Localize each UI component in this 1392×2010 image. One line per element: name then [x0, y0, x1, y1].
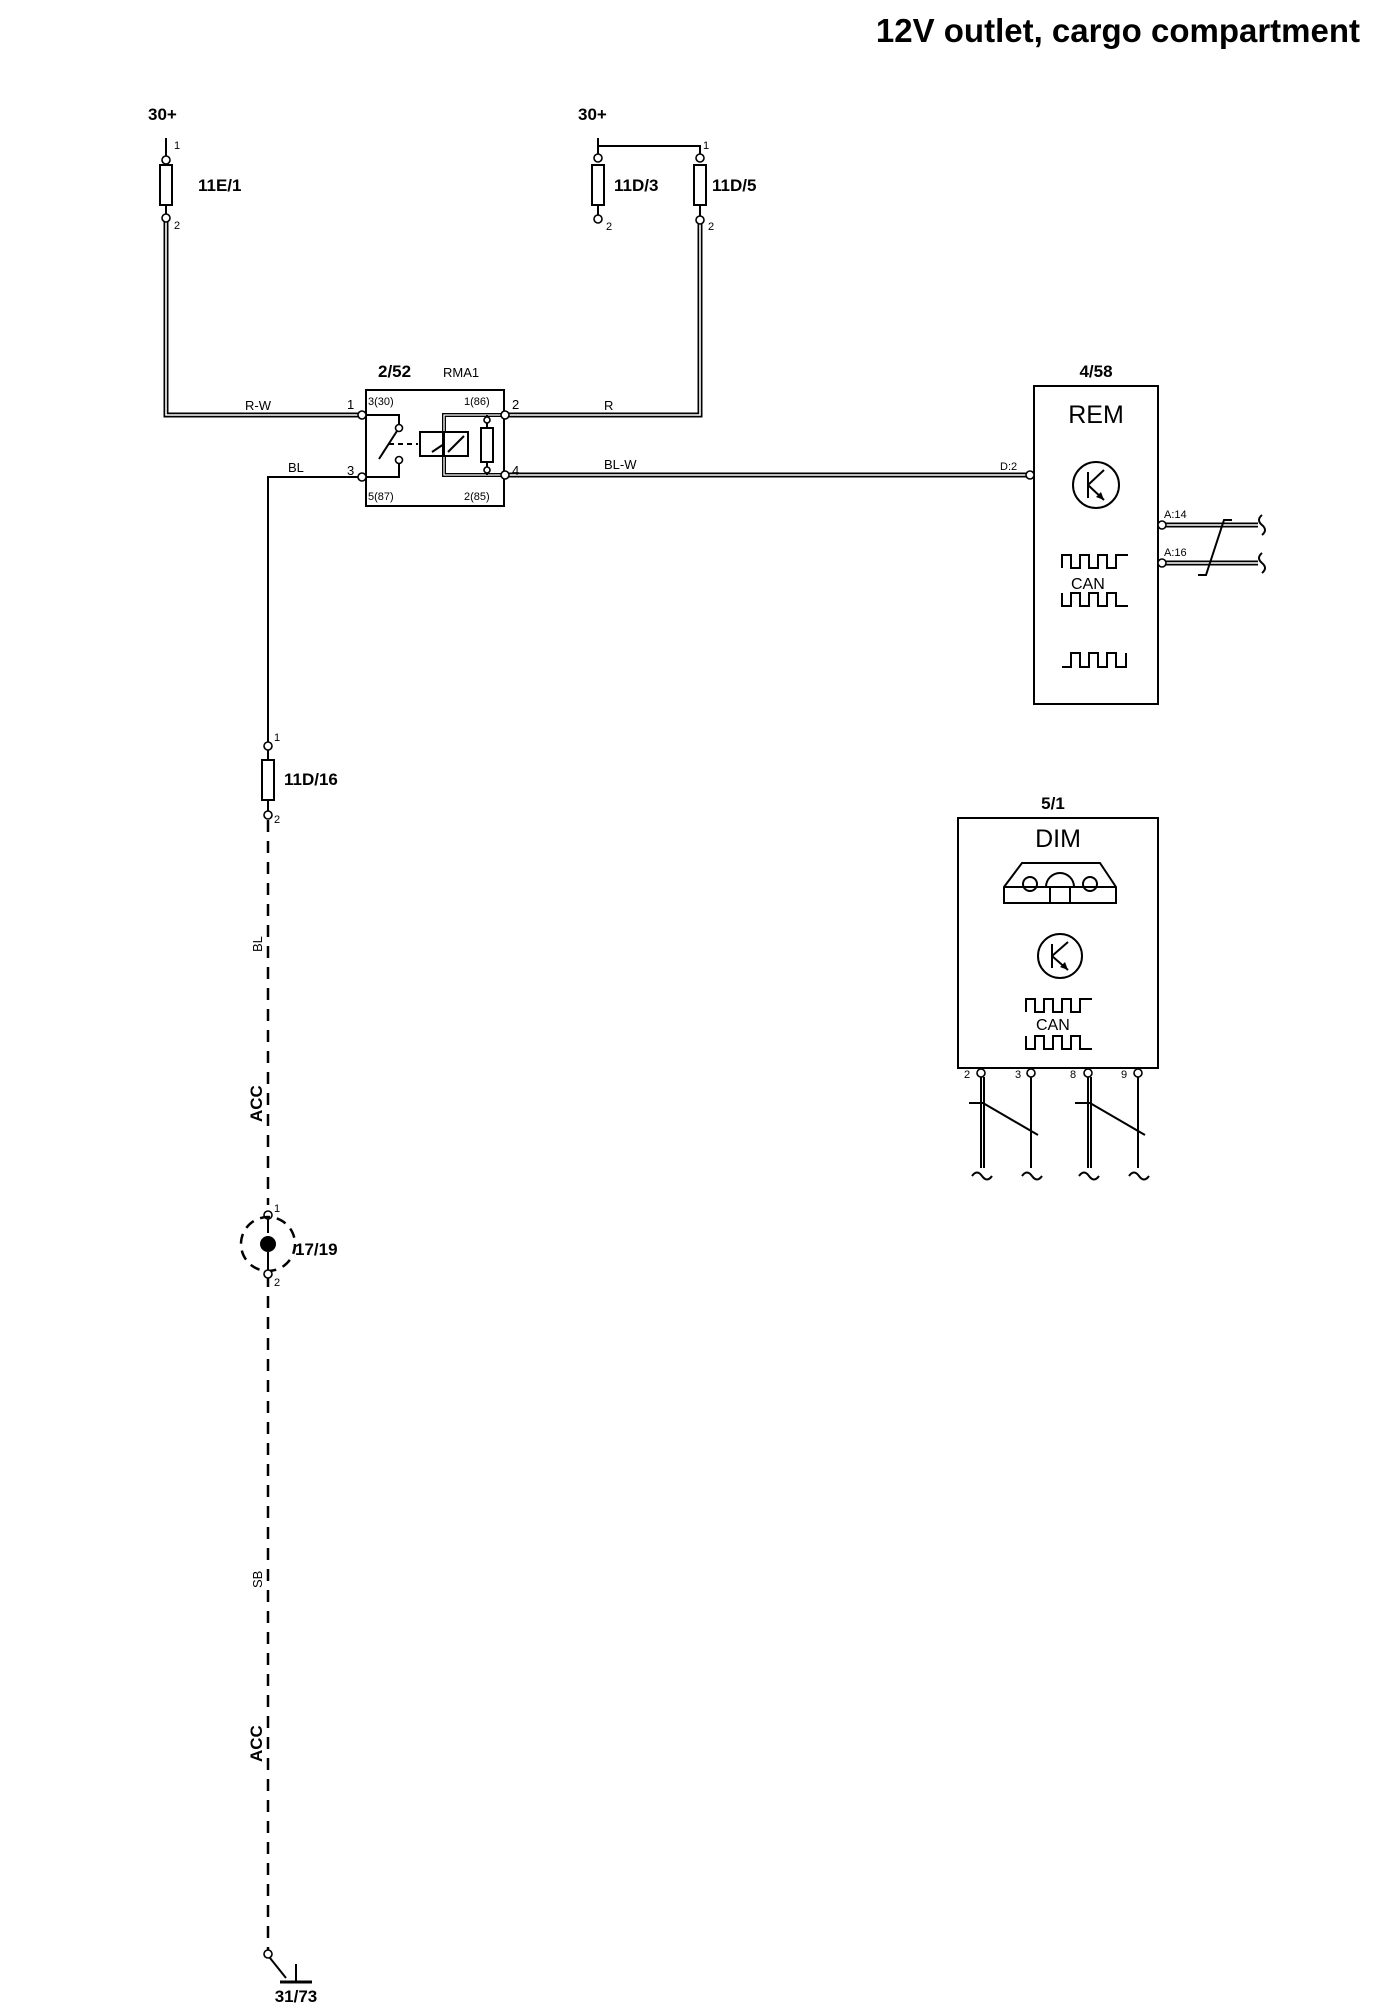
ground-31-73: 31/73	[263, 1949, 318, 2006]
relay-term-85: 2(85)	[464, 491, 490, 503]
outlet-pin2: 2	[274, 1277, 280, 1289]
wire-r	[505, 222, 703, 418]
relay-term-30: 3(30)	[368, 396, 394, 408]
wire-label-sb: SB	[250, 1571, 265, 1588]
wire-label-blw: BL-W	[604, 457, 637, 472]
fuse-11d5-pin1: 1	[703, 140, 709, 152]
dim-pin-2: 2	[964, 1069, 970, 1081]
relay-pin-2: 2	[512, 397, 519, 412]
wire-label-acc-lower: ACC	[247, 1725, 266, 1762]
dim-pin-3: 3	[1015, 1069, 1021, 1081]
fuse-11d16-label: 11D/16	[284, 770, 338, 789]
wire-bl	[267, 476, 362, 742]
dim-name: DIM	[1035, 825, 1081, 853]
dim-id: 5/1	[1041, 794, 1065, 813]
fuse-11d5-pin2: 2	[708, 221, 714, 233]
dim-pin-8: 8	[1070, 1069, 1076, 1081]
relay-id: 2/52	[378, 362, 411, 381]
fuse-11d5: 1 2 11D/5	[693, 140, 756, 233]
rem-module: 4/58 REM CAN D:2 A:14 A:16	[1000, 362, 1266, 705]
relay-pin-4: 4	[512, 463, 519, 478]
relay-term-87: 5(87)	[368, 491, 394, 503]
can-signal-icon	[1025, 1035, 1092, 1050]
relay-term-86: 1(86)	[464, 396, 490, 408]
can-signal-icon	[1061, 592, 1128, 607]
wire-label-bl-vertical: BL	[250, 936, 265, 952]
ground-label: 31/73	[275, 1987, 318, 2006]
dim-module: 5/1 DIM CAN 2 3 8 9	[957, 794, 1159, 1181]
relay-pin-3: 3	[347, 463, 354, 478]
fuse-11e1-pin2: 2	[174, 220, 180, 232]
rem-id: 4/58	[1079, 362, 1112, 381]
can-signal-icon	[1025, 998, 1092, 1013]
fuse-11e1: 1 2 11E/1	[159, 138, 242, 232]
diagram-title: 12V outlet, cargo compartment	[876, 12, 1360, 49]
supply-30-left: 30+	[148, 105, 177, 124]
rem-pin-a14: A:14	[1164, 509, 1187, 521]
dim-pin-9: 9	[1121, 1069, 1127, 1081]
dim-can-label: CAN	[1036, 1017, 1070, 1034]
instrument-cluster-icon	[1003, 862, 1117, 904]
fuse-11d16-pin1: 1	[274, 732, 280, 744]
fuse-11d3: 2 11D/3	[591, 153, 658, 233]
transistor-icon	[1072, 461, 1120, 509]
outlet-pin1: 1	[274, 1203, 280, 1215]
fuse-11e1-pin1: 1	[174, 140, 180, 152]
fuse-11d16: 1 2 11D/16	[261, 732, 338, 826]
relay-pin-1: 1	[347, 397, 354, 412]
wire-rw	[163, 218, 362, 418]
relay-name: RMA1	[443, 365, 479, 380]
wire-label-acc-upper: ACC	[247, 1085, 266, 1122]
outlet-label: 17/19	[295, 1240, 338, 1259]
transistor-icon	[1037, 933, 1083, 979]
fuse-11d5-label: 11D/5	[712, 176, 756, 195]
wire-label-r: R	[604, 398, 613, 413]
rem-pin-d2: D:2	[1000, 461, 1017, 473]
outlet-17-19: 1 2 17/19	[239, 1203, 338, 1289]
fuse-11d3-pin2: 2	[606, 221, 612, 233]
fuse-11e1-label: 11E/1	[198, 176, 242, 195]
rem-pin-a16: A:16	[1164, 547, 1187, 559]
rem-can-label: CAN	[1071, 576, 1105, 593]
supply-30-right: 30+	[578, 105, 607, 124]
signal-icon	[1062, 652, 1127, 668]
can-signal-icon	[1061, 554, 1128, 569]
fuse-11d3-label: 11D/3	[614, 176, 658, 195]
wire-label-rw: R-W	[245, 398, 272, 413]
rem-name: REM	[1068, 401, 1124, 429]
relay-2-52: 2/52 RMA1 3(30) 1(86) 5(87) 2(85) 1 2 3 …	[347, 362, 519, 507]
fuse-11d16-pin2: 2	[274, 814, 280, 826]
wire-label-bl: BL	[288, 460, 304, 475]
wire-supply-top	[597, 138, 701, 155]
